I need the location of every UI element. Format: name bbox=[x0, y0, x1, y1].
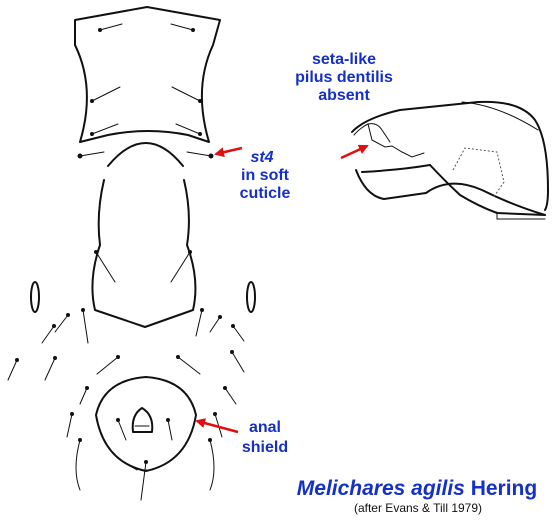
metapodal-plate-right bbox=[246, 281, 256, 313]
seta-label-line2: pilus dentilis bbox=[295, 69, 393, 86]
st4-label-line2: in soft bbox=[241, 167, 290, 184]
st4-label-line3: cuticle bbox=[240, 185, 291, 202]
anal-label-line2: shield bbox=[242, 439, 288, 456]
pilus-arrow bbox=[340, 144, 369, 160]
anal-label-line1: anal bbox=[249, 419, 281, 436]
anal-arrow bbox=[195, 418, 239, 434]
genital-shield bbox=[91, 142, 197, 328]
source-caption: (after Evans & Till 1979) bbox=[354, 501, 482, 515]
chelicera-drawing bbox=[351, 100, 549, 220]
metapodal-plate-left bbox=[30, 281, 40, 313]
anal-shield bbox=[95, 376, 197, 501]
st4-label: st4 bbox=[250, 149, 273, 166]
species-caption: Melichares agilis Hering bbox=[297, 477, 537, 500]
species-name: Melichares agilis bbox=[297, 477, 465, 500]
st4-arrow bbox=[214, 146, 243, 158]
sternal-shield bbox=[74, 6, 221, 143]
st4-setae bbox=[77, 151, 214, 159]
species-author: Hering bbox=[471, 477, 538, 500]
seta-label-line1: seta-like bbox=[312, 51, 376, 68]
seta-label-line3: absent bbox=[318, 87, 370, 104]
